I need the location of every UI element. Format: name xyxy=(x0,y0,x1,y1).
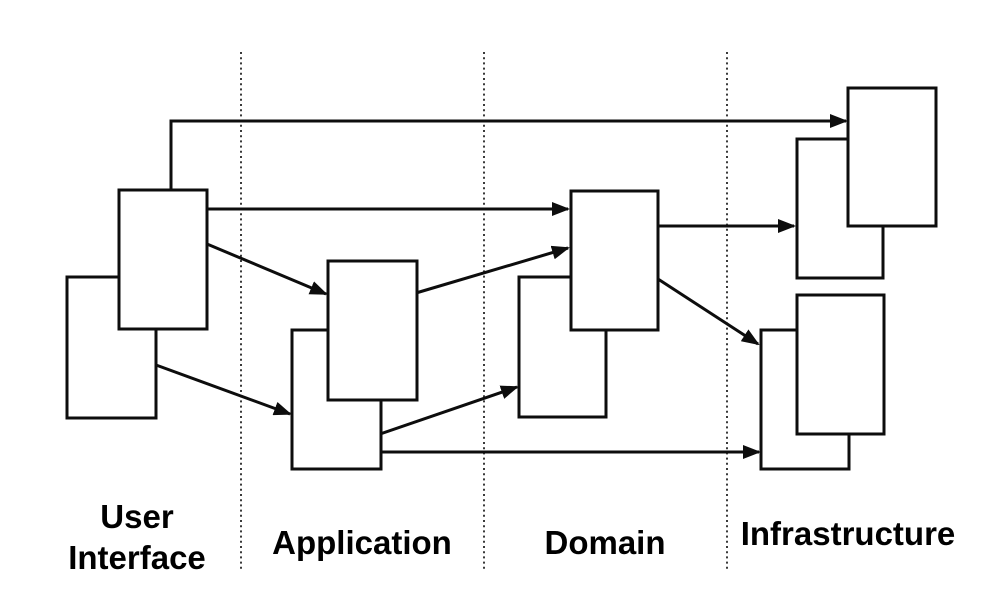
layer-label-application: Application xyxy=(272,524,452,561)
infra-bottom-box-front xyxy=(795,293,886,436)
domain-front-to-infra-bottom-back-arrow xyxy=(657,277,760,346)
layer-label-user-interface: User Interface xyxy=(68,498,206,576)
app-front-to-domain-front-arrow xyxy=(415,245,570,295)
layer-label-infrastructure: Infrastructure xyxy=(740,515,956,552)
layer-label-domain: Domain xyxy=(544,524,666,561)
ui-front-to-app-front-arrow xyxy=(206,242,328,296)
ui-box-front xyxy=(117,188,209,331)
domain-box-front xyxy=(569,189,660,332)
infra-top-box-front xyxy=(846,86,938,228)
ui-back-to-app-back-arrow xyxy=(155,363,292,416)
ui-front-to-infra-top-front-arrow xyxy=(169,114,848,190)
app-box-front xyxy=(326,259,419,402)
app-back-to-domain-back-arrow xyxy=(379,385,519,436)
